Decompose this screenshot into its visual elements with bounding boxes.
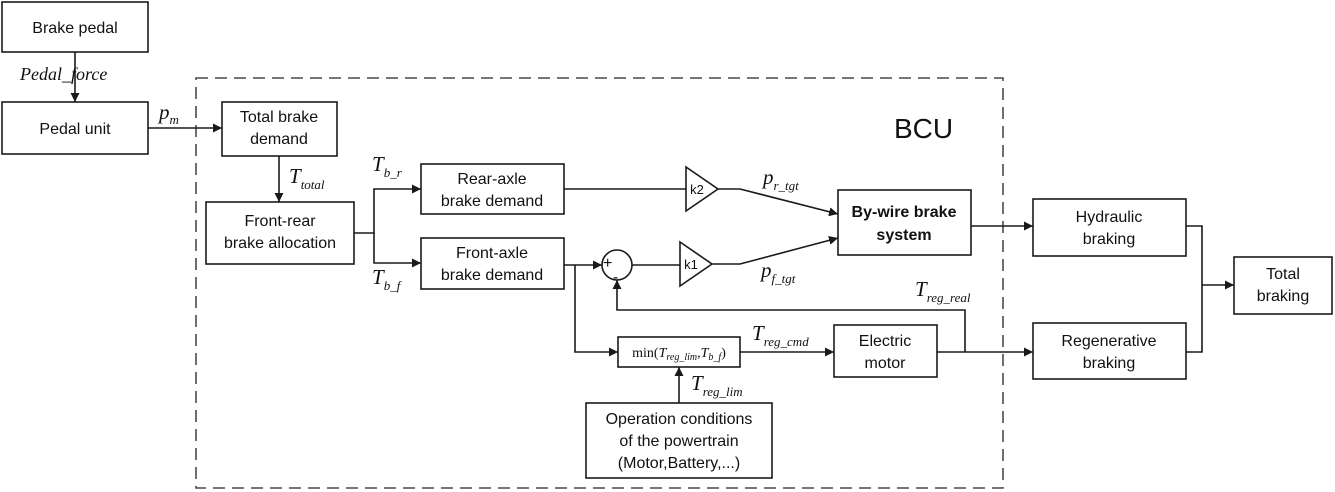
signal-t-bf: Tb_f [372,265,403,293]
signal-t-reg-lim: Treg_lim [691,371,743,399]
wire-k1-to-bywire [712,235,839,265]
wire-outputs-merge [1186,225,1203,353]
hydraulic-line1: Hydraulic [1076,209,1143,226]
bcu-label: BCU [894,113,953,144]
electric-motor-line1: Electric [859,333,911,350]
signal-pedal-force: Pedal_force [19,64,107,84]
by-wire-brake-block [837,189,972,256]
brake-pedal-label: Brake pedal [32,20,117,37]
total-brake-demand-line1: Total brake [240,109,318,126]
by-wire-line1: By-wire brake [852,204,957,221]
signal-t-reg-real: Treg_real [915,277,971,305]
hydraulic-line2: braking [1083,231,1135,248]
wire-tbf-to-min [574,265,618,357]
total-braking-line1: Total [1266,266,1300,283]
signal-p-rtgt: pr_tgt [761,165,799,193]
operation-conditions-line2: of the powertrain [619,433,738,450]
total-brake-demand-block [221,101,338,157]
summing-minus: - [613,269,618,286]
pedal-unit-block [1,101,149,155]
total-braking-line2: braking [1257,288,1309,305]
rear-axle-demand-line2: brake demand [441,193,543,210]
wire-t-br [354,184,421,234]
front-axle-demand-line1: Front-axle [456,245,528,262]
wire-treg-real-feedback [612,280,966,352]
signal-p-ftgt: pf_tgt [759,258,796,286]
min-block [617,336,741,368]
regenerative-line2: braking [1083,355,1135,372]
front-rear-allocation-line1: Front-rear [244,213,316,230]
signal-t-reg-cmd: Treg_cmd [752,321,809,349]
electric-motor-line2: motor [865,355,907,372]
wire-k2-to-bywire [718,188,839,217]
front-rear-allocation-block [205,201,355,265]
gain-k1-label: k1 [684,257,698,272]
gain-k1-triangle [679,240,714,288]
signal-pm: pm [157,100,179,127]
signal-t-br: Tb_r [372,152,403,180]
hydraulic-braking-block [1032,198,1187,257]
operation-conditions-line1: Operation conditions [606,411,753,428]
front-axle-demand-line2: brake demand [441,267,543,284]
operation-conditions-block [585,402,773,479]
wire-t-bf [373,233,421,268]
total-braking-block [1233,256,1333,315]
operation-conditions-line3: (Motor,Battery,...) [618,455,740,472]
pedal-unit-label: Pedal unit [39,121,111,138]
by-wire-line2: system [876,227,931,244]
min-block-label: min(Treg_lim,Tb_f) [632,346,726,363]
bcu-boundary [195,77,1004,489]
rear-axle-demand-line1: Rear-axle [457,171,526,188]
electric-motor-block [833,324,938,378]
regenerative-braking-block [1032,322,1187,380]
signal-t-total: Ttotal [289,164,325,192]
total-brake-demand-line2: demand [250,131,308,148]
gain-k2-label: k2 [690,182,704,197]
summing-plus: + [603,255,612,272]
regenerative-line1: Regenerative [1061,333,1156,350]
front-rear-allocation-line2: brake allocation [224,235,336,252]
